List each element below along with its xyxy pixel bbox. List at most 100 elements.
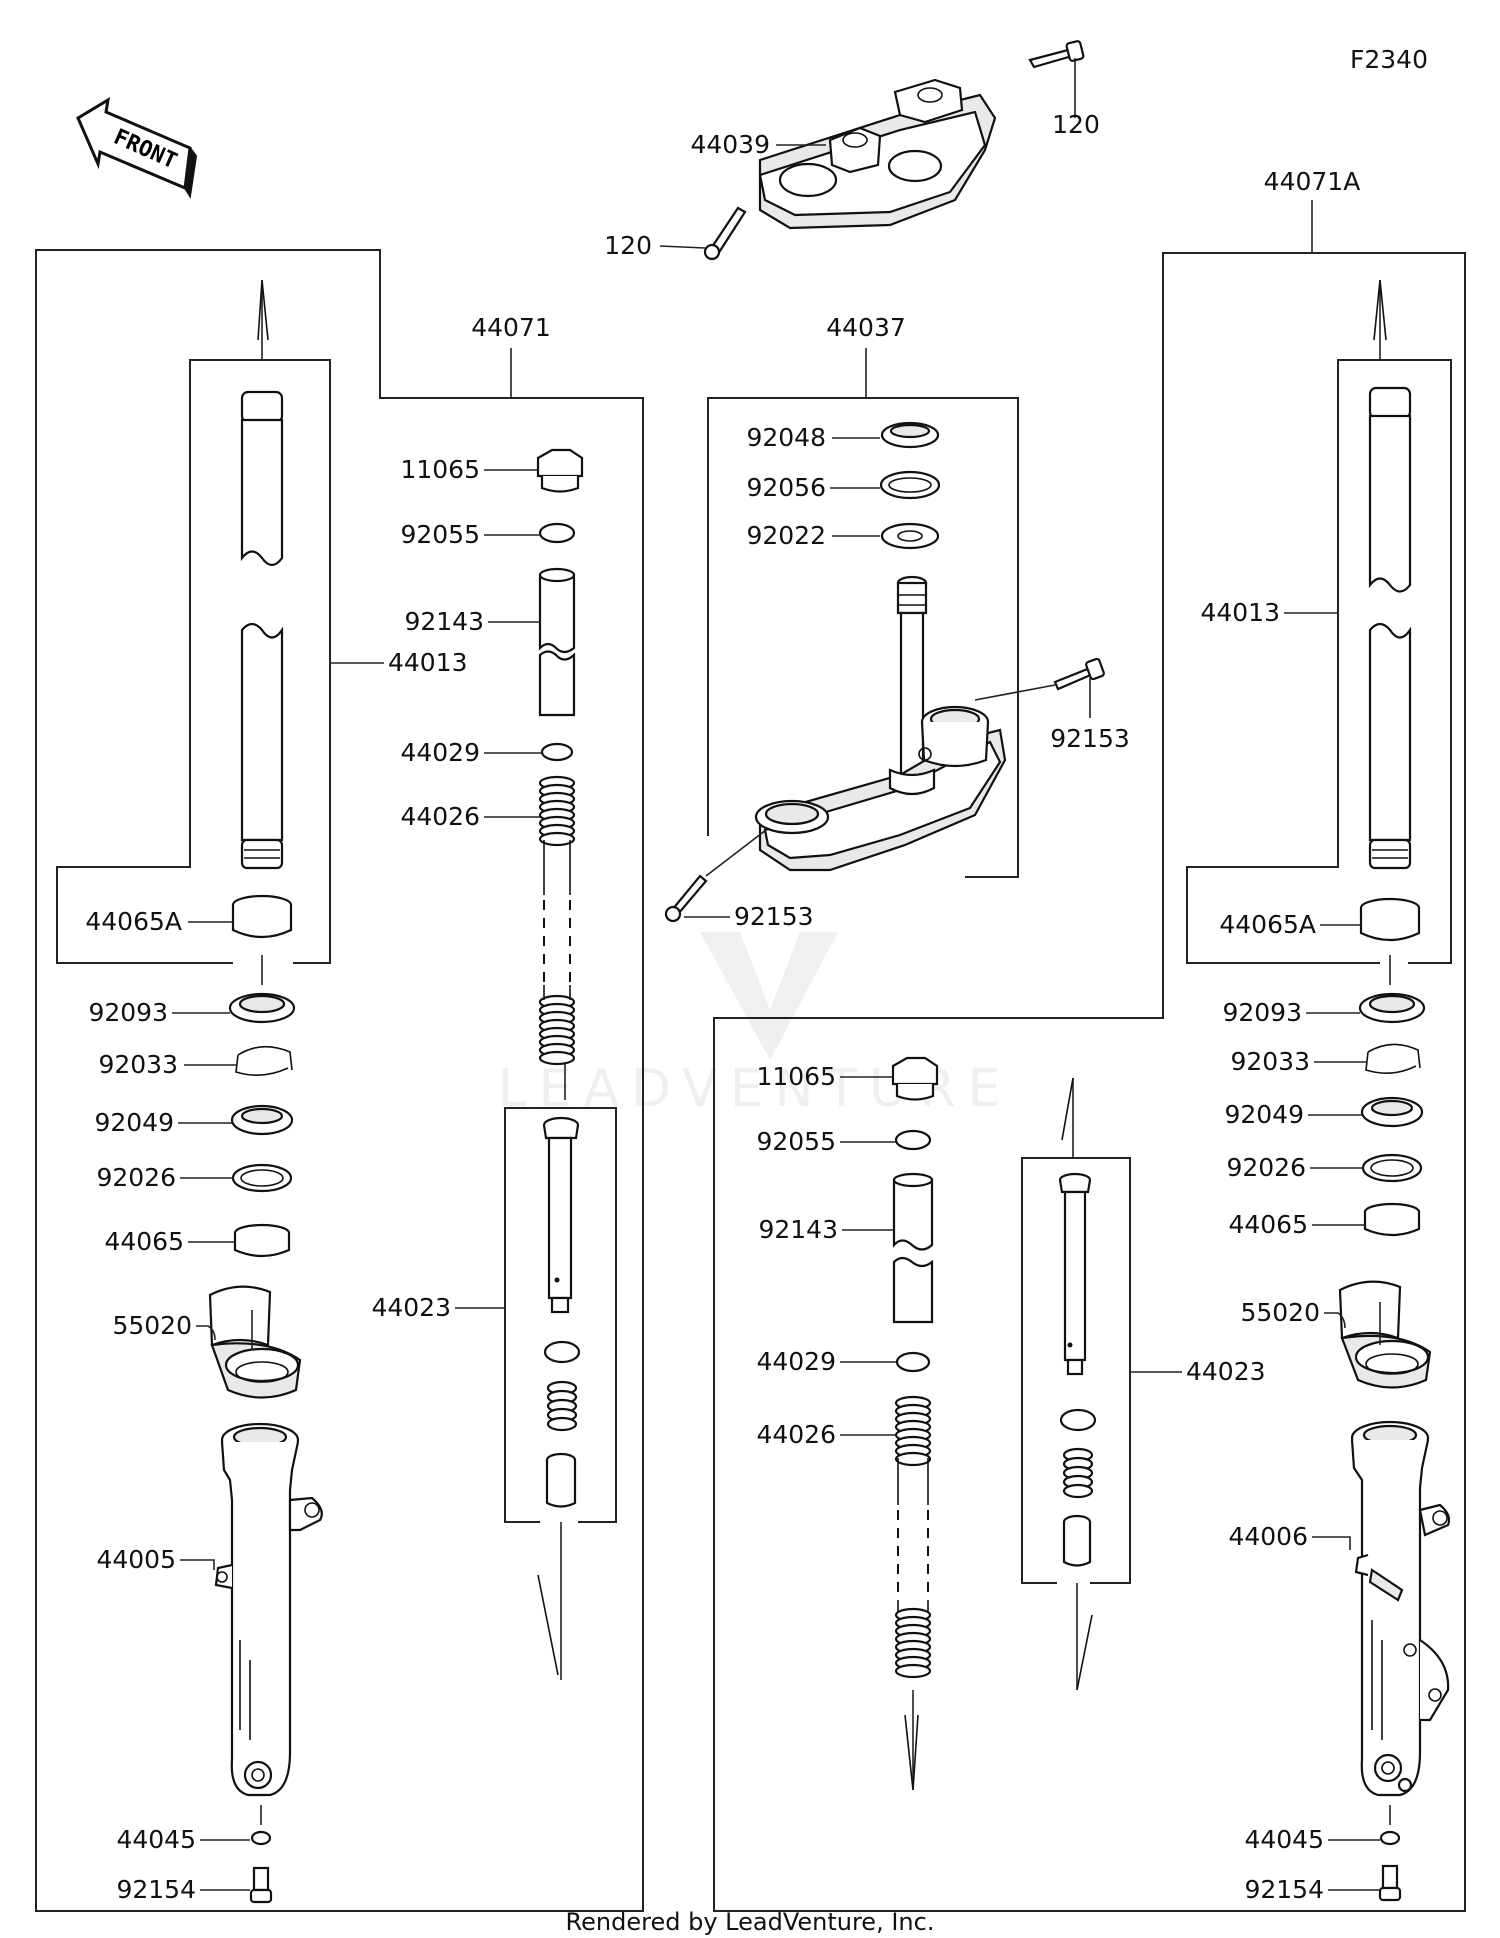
label-44023-left: 44023 xyxy=(371,1293,451,1322)
bolt-120-left xyxy=(703,206,747,261)
spring-coil xyxy=(894,1451,932,1467)
label-44029-right: 44029 xyxy=(756,1347,836,1376)
label-44065a-left: 44065A xyxy=(85,907,182,936)
label-92033-right: 92033 xyxy=(1230,1047,1310,1076)
spring-44026-right xyxy=(894,1395,932,1679)
bolt-120-top xyxy=(1028,40,1085,69)
washer-92026-right xyxy=(1361,1153,1423,1183)
label-55020-left: 55020 xyxy=(112,1311,192,1340)
cap-bolt-11065-right xyxy=(891,1056,939,1101)
seal-92056 xyxy=(879,470,941,500)
label-92154-right: 92154 xyxy=(1244,1875,1324,1904)
spring-coil xyxy=(1062,1483,1094,1499)
clip-92033-right xyxy=(1365,1043,1421,1074)
label-92093-left: 92093 xyxy=(88,998,168,1027)
label-92154-left: 92154 xyxy=(116,1875,196,1904)
upper-bracket-44039 xyxy=(758,78,997,230)
label-44065-right: 44065 xyxy=(1228,1210,1308,1239)
label-92022: 92022 xyxy=(746,521,826,550)
seal-92093-right xyxy=(1358,992,1426,1024)
damper-rod-left xyxy=(542,1116,580,1314)
seal-92093-left xyxy=(228,992,296,1024)
bracket-44013-left xyxy=(56,359,331,964)
bracket-44013-right xyxy=(1186,359,1452,964)
label-92026-right: 92026 xyxy=(1226,1153,1306,1182)
bolt-92154-left xyxy=(249,1866,273,1904)
seal-92049-left xyxy=(230,1104,294,1136)
guard-55020-right xyxy=(1338,1280,1432,1389)
washer-44029-left xyxy=(540,742,574,762)
label-44071: 44071 xyxy=(471,313,551,342)
bolt-92154-right xyxy=(1378,1864,1402,1902)
bushing-44065-right xyxy=(1363,1202,1421,1237)
spring-coil xyxy=(538,1050,576,1066)
bushing-44065-left xyxy=(233,1223,291,1258)
label-44013-right: 44013 xyxy=(1200,598,1280,627)
label-92049-left: 92049 xyxy=(94,1108,174,1137)
clip-92033-left xyxy=(235,1045,293,1076)
label-44065-left: 44065 xyxy=(104,1227,184,1256)
cap-bolt-11065-left xyxy=(536,448,584,493)
label-44026-right: 44026 xyxy=(756,1420,836,1449)
seal-92048 xyxy=(880,421,940,449)
collar-92143-left xyxy=(538,567,576,717)
spring-44026-left xyxy=(538,775,576,1066)
label-44026-left: 44026 xyxy=(400,802,480,831)
oring-92055-right xyxy=(894,1129,932,1151)
washer-44045-right xyxy=(1379,1830,1401,1846)
washer-44029-right xyxy=(895,1351,931,1373)
piece-left xyxy=(545,1452,577,1508)
label-92143-right: 92143 xyxy=(758,1215,838,1244)
damper-rod-right xyxy=(1058,1172,1092,1376)
outer-tube-44006 xyxy=(1350,1420,1451,1797)
label-44045-right: 44045 xyxy=(1244,1825,1324,1854)
small-spring-right xyxy=(1062,1447,1094,1499)
label-44071a: 44071A xyxy=(1264,167,1361,196)
inner-tube-right xyxy=(1368,386,1412,870)
label-44065a-right: 44065A xyxy=(1219,910,1316,939)
outer-tube-44005 xyxy=(214,1422,323,1797)
steering-stem xyxy=(754,575,1007,872)
oring-92055-left xyxy=(538,522,576,544)
label-92153-right: 92153 xyxy=(1050,724,1130,753)
ring-right xyxy=(1059,1408,1097,1432)
label-92055-left: 92055 xyxy=(400,520,480,549)
label-44045-left: 44045 xyxy=(116,1825,196,1854)
washer-92026-left xyxy=(231,1163,293,1193)
collar-92143-right xyxy=(892,1172,934,1324)
label-92026-left: 92026 xyxy=(96,1163,176,1192)
footer-credit: Rendered by LeadVenture, Inc. xyxy=(566,1908,935,1936)
assembly-box-44037 xyxy=(707,397,1019,878)
washer-44045-left xyxy=(250,1830,272,1846)
spring-coil xyxy=(894,1663,932,1679)
assembly-box-44071 xyxy=(35,249,644,1912)
washer-92022 xyxy=(880,522,940,550)
label-120-left: 120 xyxy=(604,231,652,260)
bracket-44023-right xyxy=(1021,1157,1131,1584)
label-55020-right: 55020 xyxy=(1240,1298,1320,1327)
label-44029-left: 44029 xyxy=(400,738,480,767)
label-92049-right: 92049 xyxy=(1224,1100,1304,1129)
label-120-top: 120 xyxy=(1052,110,1100,139)
front-arrow-icon: FRONT xyxy=(76,97,198,199)
label-92093-right: 92093 xyxy=(1222,998,1302,1027)
figure-code: F2340 xyxy=(1350,45,1428,74)
small-spring-left xyxy=(546,1380,578,1432)
label-92048: 92048 xyxy=(746,423,826,452)
label-44006: 44006 xyxy=(1228,1522,1308,1551)
label-44013-left: 44013 xyxy=(388,648,468,677)
inner-tube-left xyxy=(240,390,284,870)
label-92055-right: 92055 xyxy=(756,1127,836,1156)
bushing-44065a-right xyxy=(1359,897,1421,942)
label-92153-left: 92153 xyxy=(734,902,814,931)
bolt-92153-right xyxy=(1053,657,1105,691)
label-44005: 44005 xyxy=(96,1545,176,1574)
label-92033-left: 92033 xyxy=(98,1050,178,1079)
label-44037: 44037 xyxy=(826,313,906,342)
label-92143-left: 92143 xyxy=(404,607,484,636)
bushing-44065a-left xyxy=(231,894,293,939)
seal-92049-right xyxy=(1360,1096,1424,1128)
guard-55020-left xyxy=(208,1285,302,1399)
label-11065-left: 11065 xyxy=(400,455,480,484)
